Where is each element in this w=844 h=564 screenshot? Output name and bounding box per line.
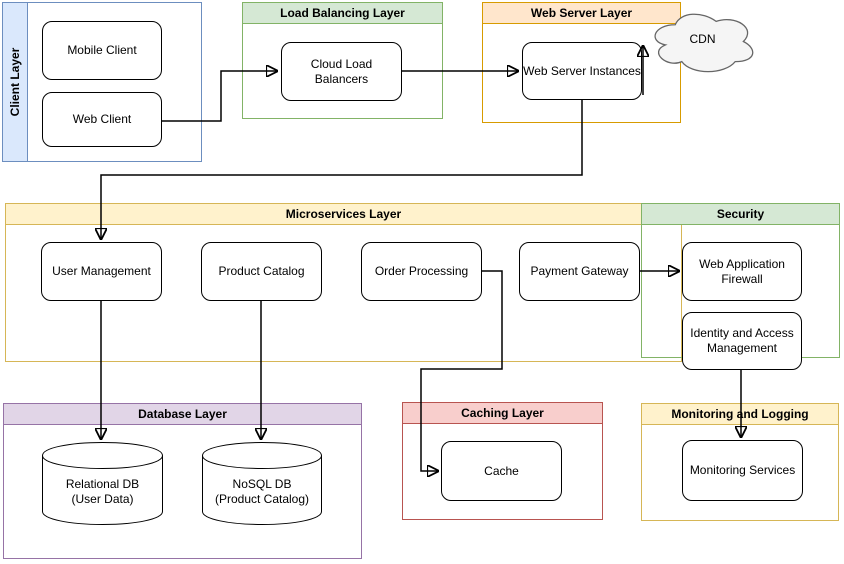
microservices-layer-title: Microservices Layer [6,204,681,225]
node-mobile-client[interactable]: Mobile Client [42,21,162,80]
container-database-layer[interactable]: Database Layer [3,403,362,559]
database-layer-title: Database Layer [4,404,361,425]
node-web-server-instances[interactable]: Web Server Instances [522,42,642,100]
node-cache[interactable]: Cache [441,441,562,501]
client-layer-title: Client Layer [8,47,22,117]
node-web-application-firewall[interactable]: Web Application Firewall [682,242,802,301]
cdn-cloud-shape[interactable] [645,6,760,78]
caching-layer-title: Caching Layer [403,403,602,424]
node-product-catalog[interactable]: Product Catalog [201,242,322,301]
container-monitoring-and-logging[interactable]: Monitoring and Logging [641,403,839,521]
monitoring-and-logging-title: Monitoring and Logging [642,404,838,425]
node-nosql-db[interactable]: NoSQL DB (Product Catalog) [214,477,310,506]
container-security[interactable]: Security [641,203,840,358]
node-cloud-load-balancers[interactable]: Cloud Load Balancers [281,42,402,101]
node-user-management[interactable]: User Management [41,242,162,301]
relational-db-cylinder-shape[interactable] [42,442,163,525]
node-relational-db[interactable]: Relational DB (User Data) [65,477,140,506]
security-title: Security [642,204,839,225]
node-monitoring-services[interactable]: Monitoring Services [682,440,803,501]
node-identity-access-management[interactable]: Identity and Access Management [682,312,802,370]
web-server-layer-title: Web Server Layer [483,3,680,24]
container-client-layer[interactable]: Client Layer [2,2,202,162]
nosql-db-cylinder-shape[interactable] [202,442,322,525]
node-payment-gateway[interactable]: Payment Gateway [519,242,640,301]
node-cdn[interactable]: CDN [689,32,716,46]
node-order-processing[interactable]: Order Processing [361,242,482,301]
load-balancing-layer-title: Load Balancing Layer [243,3,442,24]
node-web-client[interactable]: Web Client [42,92,162,147]
client-layer-title-band: Client Layer [3,3,28,161]
